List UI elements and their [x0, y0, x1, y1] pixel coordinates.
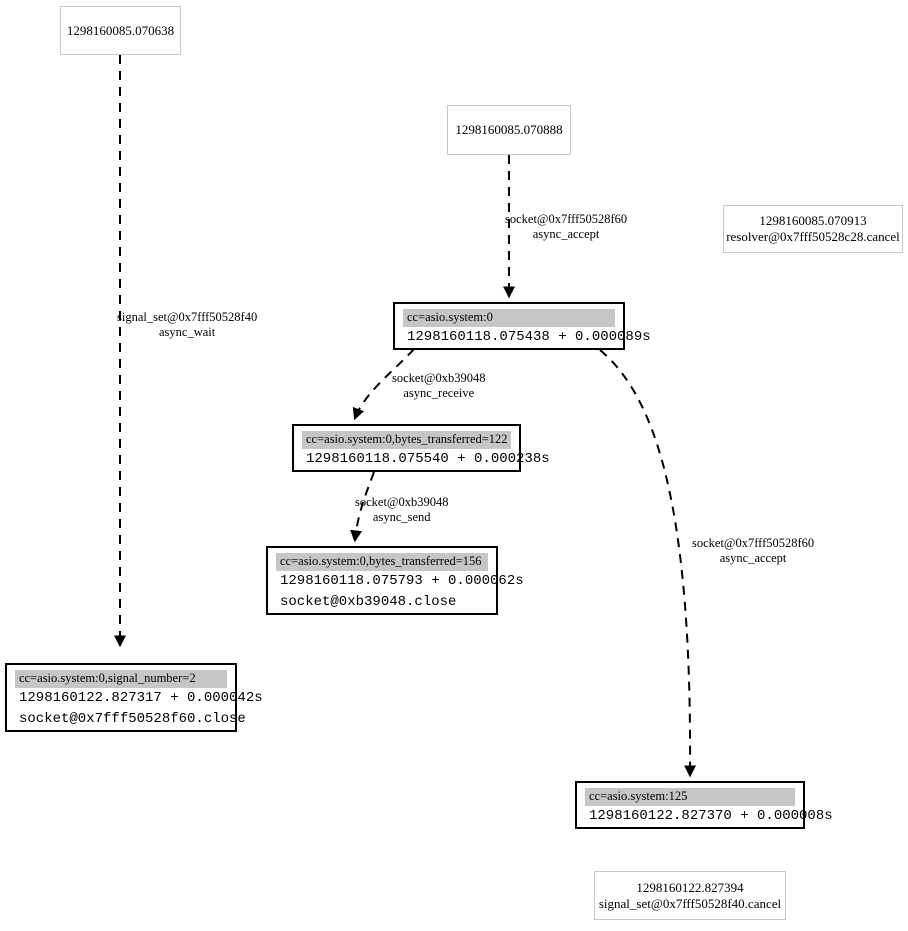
edge-label-line1: signal_set@0x7fff50528f40 — [117, 310, 258, 324]
record-header: cc=asio.system:125 — [585, 788, 795, 806]
edge-label-signal-set-async-wait: signal_set@0x7fff50528f40 async_wait — [117, 310, 257, 340]
edge-label-line2: async_receive — [403, 386, 475, 400]
edge-label-line1: socket@0xb39048 — [392, 371, 486, 385]
record-line: 1298160118.075540 + 0.000238s — [306, 451, 550, 467]
record-line: 1298160118.075438 + 0.000089s — [407, 329, 651, 345]
record-line: 1298160122.827317 + 0.000042s — [19, 690, 263, 706]
edge-label-line1: socket@0x7fff50528f60 — [692, 536, 815, 550]
record-node-bytes-transferred-122[interactable]: cc=asio.system:0,bytes_transferred=122 1… — [292, 424, 550, 472]
record-header: cc=asio.system:0,bytes_transferred=156 — [276, 553, 488, 571]
record-line: socket@0x7fff50528f60.close — [19, 711, 246, 727]
edge-label-socket-async-accept-bottom: socket@0x7fff50528f60 async_accept — [692, 536, 814, 566]
edge-label-line2: async_wait — [158, 325, 216, 339]
record-node-asio-system-125[interactable]: cc=asio.system:125 1298160122.827370 + 0… — [575, 781, 833, 829]
plain-node-line: 1298160085.070913 — [759, 213, 867, 228]
edge-label-socket-async-accept-top: socket@0x7fff50528f60 async_accept — [505, 212, 627, 242]
record-node-signal-number-2[interactable]: cc=asio.system:0,signal_number=2 1298160… — [5, 663, 263, 732]
plain-node-timestamp[interactable]: 1298160085.070888 — [447, 105, 571, 155]
plain-node-signal-set-cancel[interactable]: 1298160122.827394 signal_set@0x7fff50528… — [594, 871, 786, 920]
record-line: socket@0xb39048.close — [280, 594, 457, 610]
plain-node-line: resolver@0x7fff50528c28.cancel — [726, 229, 900, 244]
edge-label-line1: socket@0xb39048 — [355, 495, 449, 509]
edge-label-socket-async-receive: socket@0xb39048 async_receive — [392, 371, 485, 401]
plain-node-line: signal_set@0x7fff50528f40.cancel — [598, 895, 782, 911]
record-header: cc=asio.system:0,bytes_transferred=122 — [302, 431, 511, 449]
plain-node-timestamp[interactable]: 1298160085.070638 — [60, 6, 181, 55]
record-node-bytes-transferred-156[interactable]: cc=asio.system:0,bytes_transferred=156 1… — [266, 546, 524, 615]
edge-label-line1: socket@0x7fff50528f60 — [505, 212, 628, 226]
plain-node-line: 1298160085.070888 — [455, 122, 563, 137]
plain-node-resolver-cancel[interactable]: 1298160085.070913 resolver@0x7fff50528c2… — [723, 205, 903, 253]
edge-label-line2: async_send — [372, 510, 431, 524]
record-line: 1298160122.827370 + 0.000008s — [589, 808, 833, 824]
record-header: cc=asio.system:0 — [403, 309, 615, 327]
edge-label-line2: async_accept — [719, 551, 787, 565]
edge-label-line2: async_accept — [532, 227, 600, 241]
record-line: 1298160118.075793 + 0.000062s — [280, 573, 524, 589]
record-header: cc=asio.system:0,signal_number=2 — [15, 670, 227, 688]
edge-socket-async-accept-bottom — [599, 349, 697, 778]
plain-node-line: 1298160085.070638 — [66, 22, 175, 38]
edge-label-socket-async-send: socket@0xb39048 async_send — [355, 495, 448, 525]
plain-node-line: 1298160122.827394 — [636, 879, 744, 895]
record-node-asio-system-0[interactable]: cc=asio.system:0 1298160118.075438 + 0.0… — [393, 302, 651, 350]
